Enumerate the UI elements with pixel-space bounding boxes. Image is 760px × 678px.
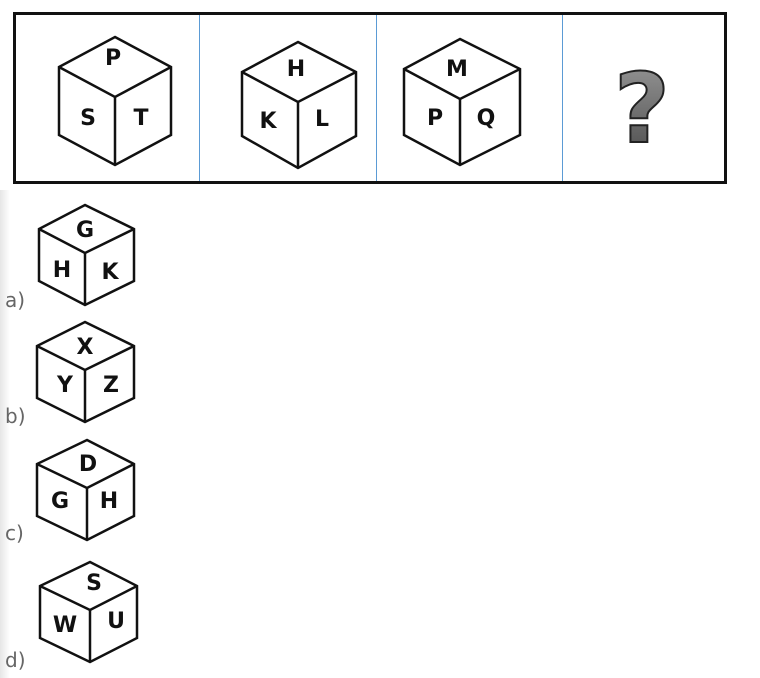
- cube-left-letter: S: [80, 106, 96, 131]
- question-cube-2: H K L: [240, 40, 360, 170]
- cell-divider: [376, 15, 377, 181]
- cube-left-letter: K: [259, 109, 277, 134]
- option-label: c): [5, 521, 24, 545]
- left-edge-shade: [0, 190, 10, 678]
- option-d[interactable]: S W U d): [0, 560, 160, 672]
- cube-top-letter: G: [76, 218, 94, 243]
- option-label: a): [5, 288, 26, 312]
- option-c-cube: D G H: [35, 438, 137, 542]
- option-a[interactable]: G H K a): [0, 200, 160, 312]
- cell-divider: [562, 15, 563, 181]
- cell-divider: [199, 15, 200, 181]
- option-d-cube: S W U: [38, 560, 140, 664]
- cube-top-letter: H: [287, 57, 305, 82]
- question-mark-icon: ?: [612, 52, 672, 166]
- cube-right-letter: K: [101, 260, 119, 285]
- cube-left-letter: Y: [56, 373, 74, 398]
- cube-left-letter: W: [53, 613, 77, 638]
- missing-mark: ?: [614, 53, 670, 152]
- option-label: b): [5, 404, 26, 428]
- cube-top-letter: S: [86, 571, 102, 596]
- cube-left-letter: G: [51, 489, 69, 514]
- option-b-cube: X Y Z: [35, 320, 137, 424]
- question-cube-1: P S T: [55, 35, 175, 167]
- cube-top-letter: M: [446, 57, 468, 82]
- option-b[interactable]: X Y Z b): [0, 318, 160, 428]
- cube-left-letter: H: [53, 258, 71, 283]
- cube-right-letter: H: [100, 489, 118, 514]
- cube-right-letter: L: [315, 107, 329, 132]
- cube-right-letter: Q: [477, 106, 496, 131]
- cube-right-letter: T: [133, 106, 148, 131]
- question-sequence-box: [13, 12, 727, 184]
- option-label: d): [5, 648, 26, 672]
- cube-right-letter: U: [107, 609, 125, 634]
- cube-left-letter: P: [427, 106, 443, 131]
- question-cube-3: M P Q: [402, 37, 524, 167]
- option-a-cube: G H K: [37, 203, 137, 307]
- cube-top-letter: D: [79, 452, 97, 477]
- cube-top-letter: X: [77, 335, 94, 360]
- option-c[interactable]: D G H c): [0, 435, 160, 545]
- cube-top-letter: P: [105, 46, 121, 71]
- cube-right-letter: Z: [103, 373, 119, 398]
